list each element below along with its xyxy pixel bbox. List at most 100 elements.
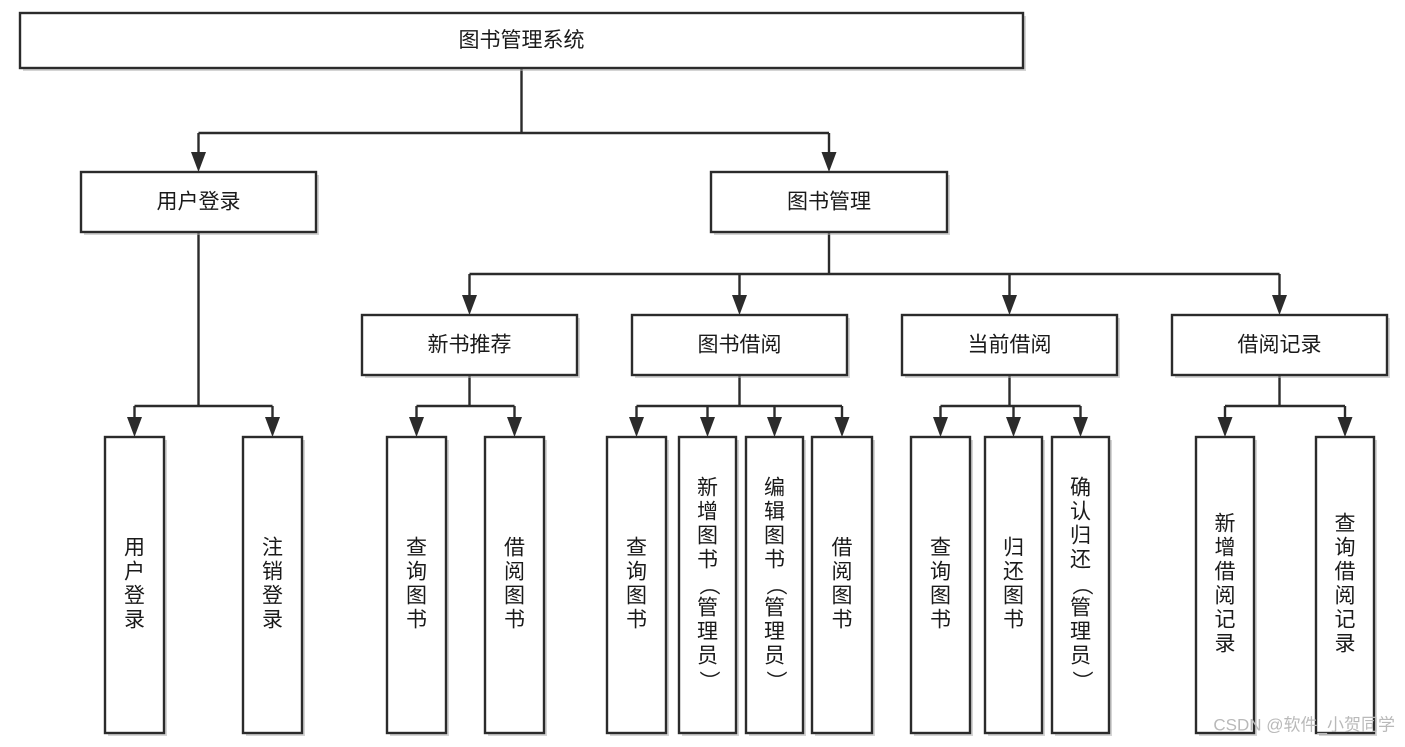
node-label-char: 借 (504, 537, 525, 560)
watermark-layer: CSDN @软件_小贺同学 (1213, 715, 1395, 734)
node-label-char: 书 (1003, 609, 1024, 632)
node-label-char: 图 (764, 525, 785, 548)
node-label-char: 询 (406, 561, 427, 584)
node-label: 当前借阅 (968, 334, 1052, 357)
node-layer: 图书管理系统用户登录图书管理新书推荐图书借阅当前借阅借阅记录用户登录注销登录查询… (18, 11, 1390, 736)
node-label-char: 图 (697, 525, 718, 548)
node-label-char: （ (697, 575, 720, 596)
node-rect (630, 313, 849, 377)
node-new-book-recommend[interactable]: 新书推荐 (360, 313, 580, 378)
arrowhead-icon (1337, 417, 1353, 437)
node-rect (1194, 435, 1256, 735)
node-user-login[interactable]: 用户登录 (79, 170, 319, 235)
node-label-char: 书 (504, 609, 525, 632)
node-label-char: 阅 (504, 561, 525, 584)
node-label-char: 阅 (832, 561, 853, 584)
arrowhead-icon (629, 417, 644, 437)
node-label: 图书管理 (787, 191, 871, 214)
node-label-char: 询 (930, 561, 951, 584)
node-label-char: 辑 (764, 501, 785, 524)
node-root[interactable]: 图书管理系统 (18, 11, 1026, 71)
node-label-char: 录 (262, 609, 283, 632)
node-label-char: 阅 (1215, 585, 1236, 608)
node-rect (385, 435, 448, 735)
node-label-char: 书 (764, 549, 785, 572)
node-label-char: 阅 (1335, 585, 1356, 608)
node-label-char: 员 (1070, 645, 1091, 668)
node-label-char: （ (1070, 575, 1093, 596)
node-label-char: 查 (626, 537, 647, 560)
node-label-char: 借 (1215, 561, 1236, 584)
node-label-char: 管 (764, 597, 785, 620)
arrowhead-icon (1002, 295, 1017, 315)
node-book-borrow[interactable]: 图书借阅 (630, 313, 850, 378)
node-label: 用户登录 (157, 191, 241, 214)
node-borrow-record[interactable]: 借阅记录 (1170, 313, 1390, 378)
arrowhead-icon (191, 152, 206, 172)
connector-layer (127, 68, 1353, 437)
node-label-char: 理 (697, 621, 718, 644)
node-label-char: 还 (1070, 549, 1091, 572)
node-leaf-user-login[interactable]: 用户登录 (103, 435, 167, 736)
node-label-char: 员 (764, 645, 785, 668)
node-label: 图书借阅 (698, 334, 782, 357)
arrowhead-icon (1217, 417, 1233, 437)
arrowhead-icon (933, 417, 948, 437)
node-rect (677, 435, 738, 735)
node-rect (900, 313, 1119, 377)
node-label-char: 录 (124, 609, 145, 632)
node-label-char: 理 (1070, 621, 1091, 644)
node-label-char: 还 (1003, 561, 1024, 584)
node-label-char: 借 (832, 537, 853, 560)
node-label-char: 图 (930, 585, 951, 608)
node-rect (810, 435, 874, 735)
node-rect (241, 435, 304, 735)
node-label-char: 图 (504, 585, 525, 608)
node-book-manage[interactable]: 图书管理 (709, 170, 950, 235)
arrowhead-icon (462, 295, 477, 315)
node-label-char: 户 (124, 561, 145, 584)
node-label-char: 增 (697, 501, 718, 524)
arrowhead-icon (409, 417, 424, 437)
node-rect (483, 435, 546, 735)
node-label-char: 询 (626, 561, 647, 584)
node-label-char: 登 (262, 585, 283, 608)
arrowhead-icon (700, 417, 715, 437)
arrowhead-icon (1006, 417, 1021, 437)
node-label-char: 录 (1335, 633, 1356, 656)
node-label: 新书推荐 (428, 334, 512, 357)
node-label-char: 借 (1335, 561, 1356, 584)
node-label-char: 认 (1070, 501, 1091, 524)
node-label-char: 记 (1335, 609, 1356, 632)
node-rect (909, 435, 972, 735)
node-label-char: 查 (406, 537, 427, 560)
node-label-char: 图 (1003, 585, 1024, 608)
node-label-char: 销 (262, 561, 283, 584)
node-current-borrow[interactable]: 当前借阅 (900, 313, 1120, 378)
arrowhead-icon (127, 417, 142, 437)
node-label-char: 编 (764, 477, 785, 500)
node-label-char: 新 (697, 477, 718, 500)
node-label-char: 书 (626, 609, 647, 632)
node-label-char: 注 (262, 537, 283, 560)
node-rect (18, 11, 1025, 70)
node-label-char: 图 (406, 585, 427, 608)
node-label-char: 归 (1070, 525, 1091, 548)
node-label-char: ） (764, 671, 787, 692)
node-label-char: 确 (1070, 477, 1091, 500)
node-rect (744, 435, 805, 735)
arrowhead-icon (834, 417, 850, 437)
